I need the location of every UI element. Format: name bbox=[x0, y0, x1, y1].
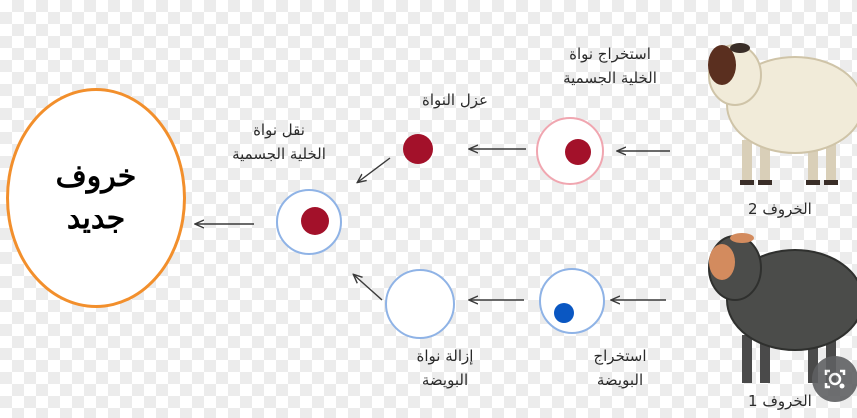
label-remove-egg-nucleus: إزالة نواة البويضة bbox=[416, 347, 474, 389]
egg-cell bbox=[539, 268, 605, 334]
somatic-nucleus bbox=[565, 139, 591, 165]
sheep-2-illustration bbox=[708, 43, 857, 185]
arrow-nucleus-to-egg bbox=[358, 157, 391, 182]
lens-icon bbox=[824, 369, 846, 389]
enucleated-egg bbox=[385, 269, 455, 339]
label-transfer-nucleus: نقل نواة الخلية الجسمية bbox=[232, 121, 326, 163]
result-line2: جديد bbox=[66, 202, 126, 235]
label-extract-somatic-nucleus: استخراج نواة الخلية الجسمية bbox=[563, 45, 657, 87]
isolated-nucleus bbox=[403, 134, 433, 164]
sheep-2-label: الخروف 2 bbox=[748, 200, 812, 218]
arrow-enucleated-to-center bbox=[354, 275, 383, 301]
lens-button[interactable] bbox=[812, 356, 857, 402]
label-isolate-nucleus: عزل النواة bbox=[422, 91, 488, 109]
result-line1: خروف bbox=[55, 160, 137, 193]
egg-nucleus bbox=[554, 303, 574, 323]
transferred-nucleus bbox=[301, 207, 329, 235]
label-extract-egg: استخراج البويضة bbox=[593, 347, 647, 389]
sheep-1-label: الخروف 1 bbox=[748, 392, 812, 410]
result-new-sheep: خروف جديد bbox=[6, 88, 186, 308]
